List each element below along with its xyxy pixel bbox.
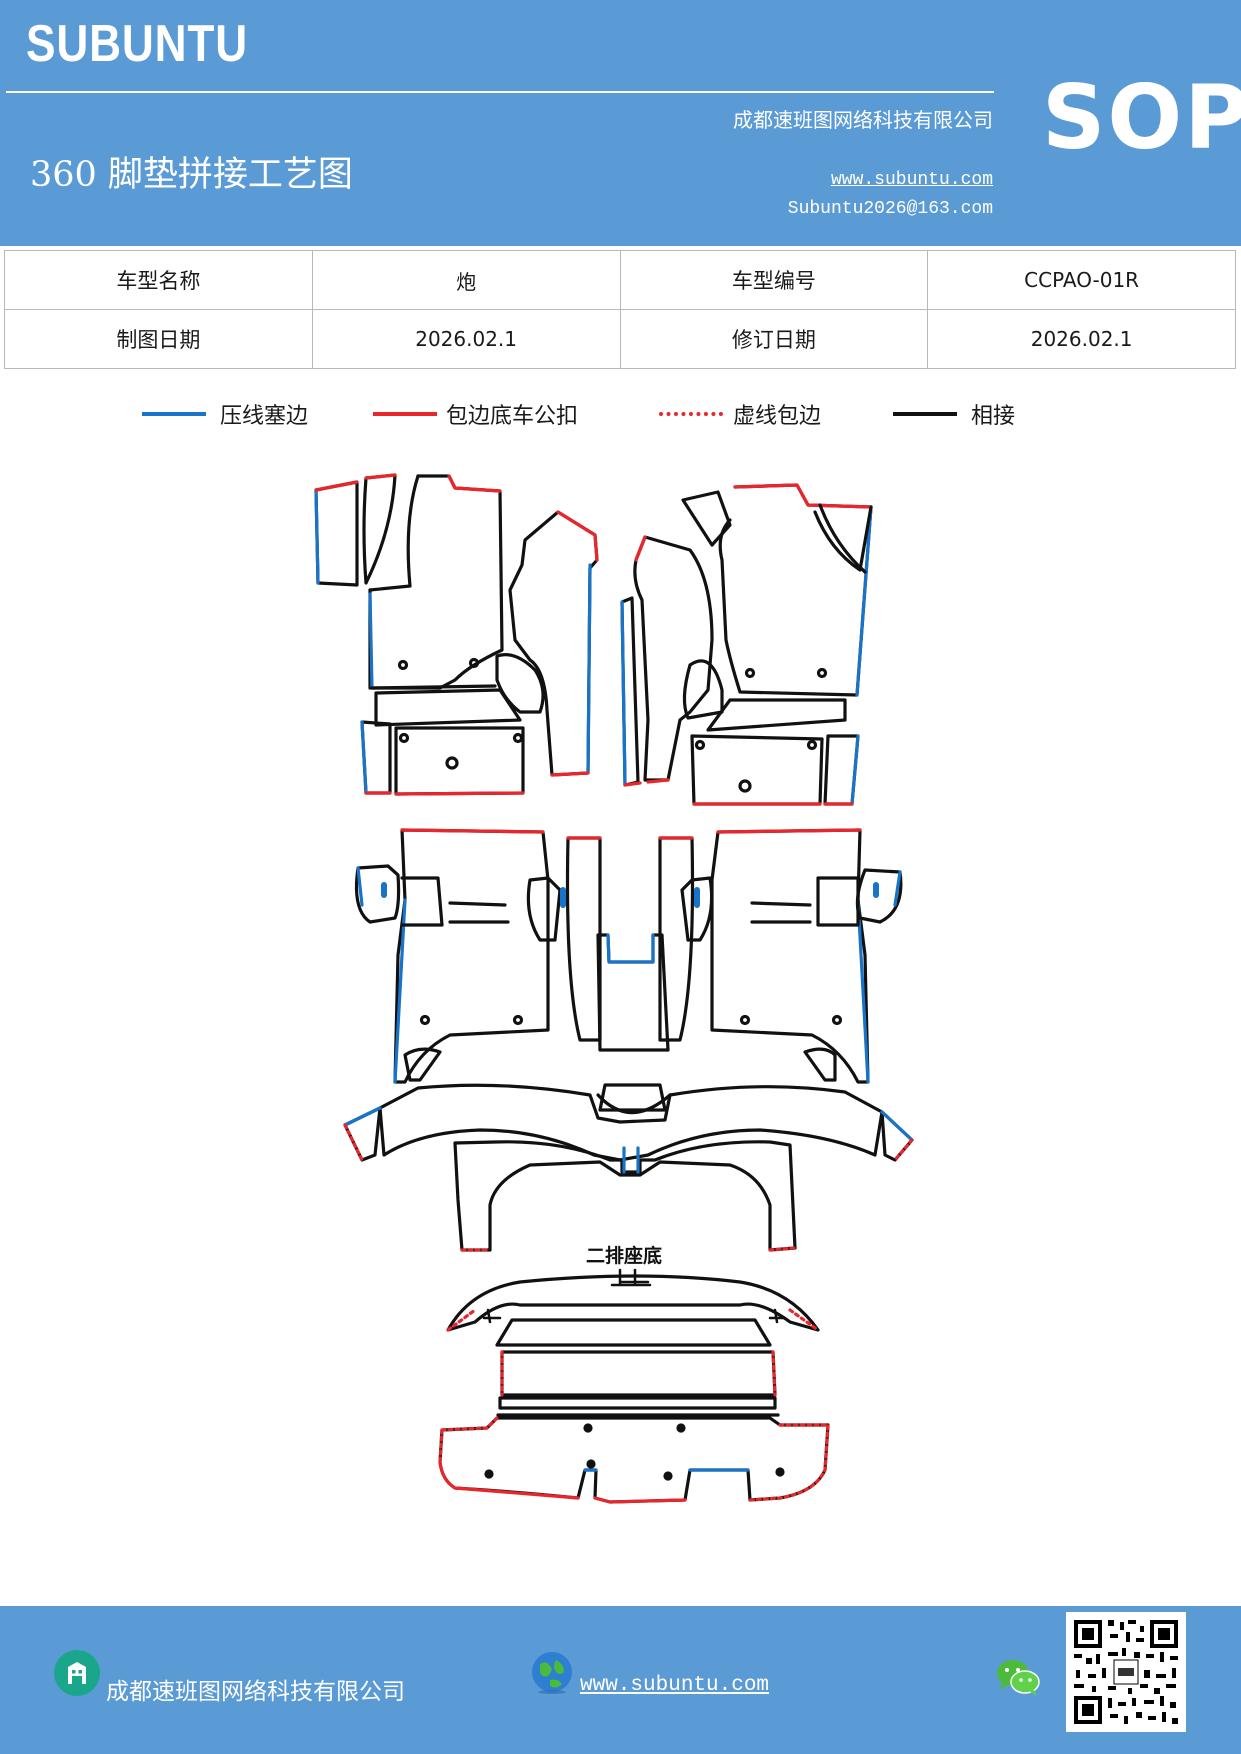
table-cell: 制图日期 xyxy=(4,309,313,369)
wechat-icon[interactable] xyxy=(994,1656,1042,1700)
globe-icon xyxy=(530,1650,574,1694)
qr-code xyxy=(1066,1612,1186,1732)
page-title: 360 脚垫拼接工艺图 xyxy=(30,155,353,195)
table-cell: 车型编号 xyxy=(619,250,929,310)
table-cell: 2026.02.1 xyxy=(311,309,621,369)
front-right-mat-pieces xyxy=(620,483,873,806)
seat-base-label: 二排座底 xyxy=(586,1244,662,1267)
table-row: 车型名称 炮 车型编号 CCPAO-01R xyxy=(4,250,1236,310)
footer-website-link[interactable]: www.subuntu.com xyxy=(580,1674,770,1697)
front-left-mat-pieces xyxy=(314,473,599,796)
legend-swatch-red-dotted xyxy=(659,412,723,416)
rear-seat-base-pieces xyxy=(438,1268,830,1504)
header-email: Subuntu2026@163.com xyxy=(787,199,993,219)
line-legend: 压线塞边 包边底车公扣 虚线包边 相接 xyxy=(0,398,1241,438)
header-divider xyxy=(6,91,994,93)
rear-floor-mat-pieces xyxy=(354,828,903,1084)
brand-logo: SUBUNTU xyxy=(26,15,249,73)
table-cell: 2026.02.1 xyxy=(927,309,1236,369)
legend-label: 相接 xyxy=(971,404,1016,429)
footer-company: 成都速班图网络科技有限公司 xyxy=(106,1679,405,1705)
table-cell: 炮 xyxy=(311,250,621,310)
vehicle-info-table: 车型名称 炮 车型编号 CCPAO-01R 制图日期 2026.02.1 修订日… xyxy=(4,250,1236,369)
footer-banner: 成都速班图网络科技有限公司 www.subuntu.com xyxy=(0,1606,1241,1754)
header-website-link[interactable]: www.subuntu.com xyxy=(830,170,993,190)
table-cell: 修订日期 xyxy=(619,309,929,369)
legend-label: 压线塞边 xyxy=(220,404,309,429)
header-banner: SUBUNTU 成都速班图网络科技有限公司 360 脚垫拼接工艺图 www.su… xyxy=(0,0,1241,246)
rear-arch-pieces xyxy=(343,1083,914,1252)
legend-label: 包边底车公扣 xyxy=(446,404,579,429)
floor-mat-diagram: 二排座底 xyxy=(314,473,914,1504)
table-cell: CCPAO-01R xyxy=(927,250,1236,310)
table-cell: 车型名称 xyxy=(4,250,313,310)
table-row: 制图日期 2026.02.1 修订日期 2026.02.1 xyxy=(4,309,1236,369)
legend-swatch-blue xyxy=(142,412,206,416)
header-company: 成都速班图网络科技有限公司 xyxy=(733,108,993,132)
building-icon xyxy=(54,1650,100,1696)
legend-label: 虚线包边 xyxy=(733,404,822,429)
legend-swatch-red xyxy=(373,412,437,416)
sop-badge: SOP xyxy=(1042,66,1241,169)
legend-swatch-black xyxy=(893,412,957,416)
